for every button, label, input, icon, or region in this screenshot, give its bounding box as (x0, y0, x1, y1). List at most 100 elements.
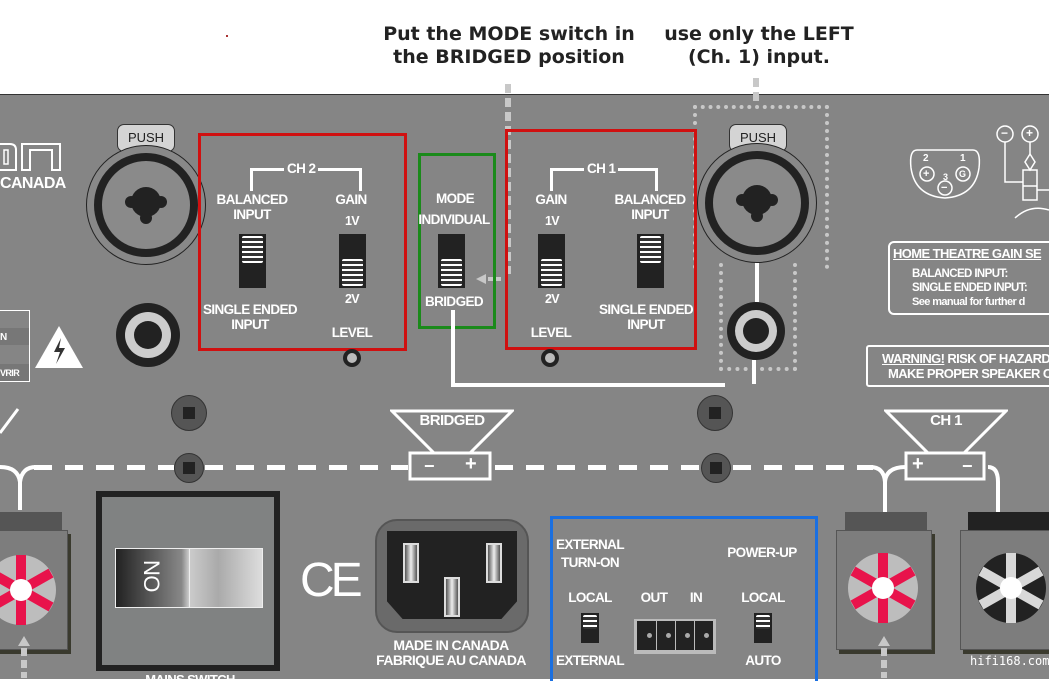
warning-title: WARNING! (882, 351, 945, 366)
ext-turn-on-local: LOCAL (568, 590, 612, 605)
mode-highlight-box (418, 153, 496, 329)
ch2-gain-2v: 2V (344, 292, 360, 306)
iec-pin (444, 577, 460, 617)
ch1-balanced-line1: BALANCED (614, 192, 687, 207)
trigger-terminal-block[interactable] (634, 619, 716, 654)
input-instruction-caption: use only the LEFT (Ch. 1) input. (654, 23, 864, 69)
iec-pin (486, 543, 502, 583)
mode-option-individual: INDIVIDUAL (418, 212, 490, 227)
ch2-level-trimmer[interactable] (343, 349, 361, 367)
ch1-plus-binding-post[interactable] (836, 530, 932, 650)
ch1-gain-1v: 1V (544, 214, 560, 228)
mode-option-bridged: BRIDGED (424, 294, 484, 309)
terminal-pin (647, 633, 652, 638)
left-warning-line1: N (0, 332, 7, 343)
xlr-socket-icon (734, 179, 780, 225)
brand-country: CANADA (0, 175, 66, 192)
left-binding-post-cap (0, 512, 62, 530)
terminal-pin (666, 633, 671, 638)
stray-dot (226, 35, 228, 37)
origin-line1: MADE IN CANADA (393, 637, 509, 653)
ch1-highlight-box (505, 129, 697, 350)
ch1-speaker-plus: + (912, 453, 924, 475)
high-voltage-warning-icon (35, 326, 83, 370)
left-binding-post[interactable] (0, 530, 68, 650)
ch1-speaker-minus: − (962, 456, 973, 476)
ext-turn-on-title: EXTERNAL TURN-ON (550, 537, 630, 570)
bridged-speaker-plus: + (465, 453, 477, 475)
control-highlight-box (550, 516, 818, 681)
power-up-local: LOCAL (741, 590, 785, 605)
left-warning-line2: VRIR (0, 368, 20, 378)
mode-instruction-caption: Put the MODE switch in the BRIDGED posit… (370, 23, 648, 69)
bridge-wire-left (34, 465, 174, 470)
bridge-wire-mid1 (205, 465, 408, 470)
ch2-gain-label: GAIN (335, 192, 367, 207)
xlr-pin2-symbol: + (923, 168, 929, 180)
home-theatre-line3: See manual for further d (912, 296, 1025, 308)
panel-screw (171, 395, 207, 431)
ch1-level-label: LEVEL (530, 325, 572, 340)
left-wire-fork (0, 462, 37, 512)
switch-knob (583, 615, 597, 629)
trs-plug-diagram: − + (995, 124, 1049, 220)
mode-to-ch1-line (451, 310, 725, 387)
ch1-post-arrow (878, 636, 890, 678)
ch2-balanced-line2: INPUT (233, 207, 271, 222)
ch2-gain-switch[interactable] (339, 234, 366, 288)
warning-line2: MAKE PROPER SPEAKER CON (888, 366, 1049, 381)
input-callout-line (753, 78, 759, 106)
ext-turn-on-external: EXTERNAL (556, 653, 625, 668)
origin-label: MADE IN CANADA FABRIQUE AU CANADA (366, 638, 536, 668)
switch-knob (640, 236, 661, 263)
ch1-rca-jack[interactable] (727, 302, 785, 360)
origin-line2: FABRIQUE AU CANADA (376, 652, 526, 668)
ch1-single-ended-line2: INPUT (627, 317, 665, 332)
ch1-input-select-switch[interactable] (637, 234, 664, 288)
speaker-warning-box: WARNING! RISK OF HAZARDO MAKE PROPER SPE… (866, 345, 1049, 387)
ch1-minus-binding-post[interactable] (960, 530, 1049, 650)
ch1-level-trimmer[interactable] (541, 349, 559, 367)
ch1-gain-switch[interactable] (538, 234, 565, 288)
power-up-switch[interactable] (754, 613, 772, 643)
ch2-input-select-switch[interactable] (239, 234, 266, 288)
ch2-single-ended-line1: SINGLE ENDED (202, 302, 298, 317)
mode-instruction-line1: Put the MODE switch in (383, 23, 635, 45)
power-up-auto: AUTO (745, 653, 781, 668)
terminal-pin (704, 633, 709, 638)
ch2-gain-1v: 1V (344, 214, 360, 228)
iec-power-inlet[interactable] (375, 519, 529, 633)
bridged-speaker-minus: − (424, 456, 435, 476)
panel-screw (174, 453, 204, 483)
ch1-gain-label: GAIN (535, 192, 567, 207)
panel-screw (697, 395, 733, 431)
switch-knob (242, 236, 263, 263)
ch2-rca-jack[interactable] (116, 303, 180, 367)
trs-minus-symbol: − (1001, 126, 1008, 140)
switch-knob (342, 259, 363, 286)
mains-switch-on-text: ON (139, 560, 165, 593)
mains-switch[interactable]: ON (115, 548, 263, 608)
mode-callout-line (505, 84, 511, 274)
ch2-xlr-combo-jack[interactable] (86, 145, 206, 265)
ch1-balanced-line2: INPUT (631, 207, 669, 222)
panel-screw (701, 453, 731, 483)
mode-title: MODE (435, 191, 475, 206)
xlr-socket-icon (123, 181, 169, 227)
left-speaker-symbol-fragment (0, 405, 22, 435)
ch1-speaker-label: CH 1 (930, 412, 962, 429)
binding-post-red-icon (0, 545, 71, 635)
bridge-wire-right (733, 465, 873, 470)
ch2-balanced-label: BALANCED INPUT (210, 192, 294, 222)
ch1-single-ended-label: SINGLE ENDED INPUT (594, 302, 698, 332)
ch1-balanced-label: BALANCED INPUT (608, 192, 692, 222)
ext-turn-on-switch[interactable] (581, 613, 599, 643)
switch-knob (756, 615, 770, 629)
ch1-xlr-combo-jack[interactable] (697, 143, 817, 263)
ch1-speaker-wires (869, 462, 1010, 514)
trs-plus-symbol: + (1026, 126, 1033, 140)
mode-switch[interactable] (438, 234, 465, 288)
xlr-pin1-number: 1 (960, 153, 966, 164)
ce-mark: CE (300, 554, 363, 607)
ch1-rca-connector-line (752, 360, 756, 384)
